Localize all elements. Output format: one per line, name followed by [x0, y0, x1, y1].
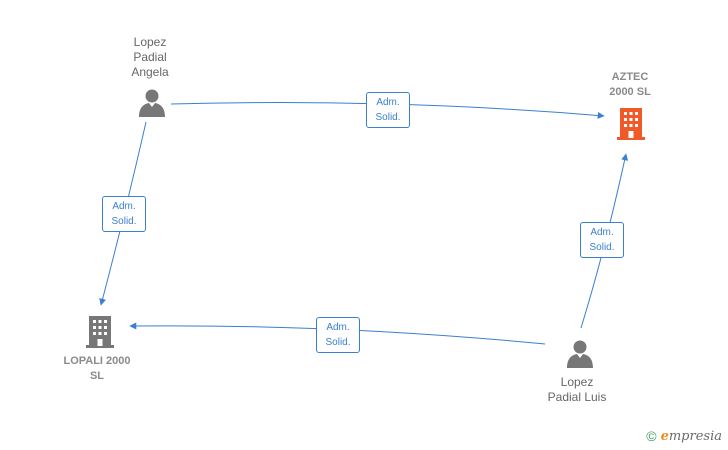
- edge-label-line2: Solid.: [325, 337, 351, 348]
- edge-label[interactable]: Adm. Solid.: [580, 222, 624, 258]
- node-label-lopez-padial-luis[interactable]: Lopez Padial Luis: [547, 375, 607, 404]
- edge-label-line1: Adm.: [376, 97, 400, 108]
- building-icon[interactable]: [86, 316, 114, 348]
- node-label-lopali-2000-sl[interactable]: LOPALI 2000 SL: [63, 355, 131, 382]
- node-label-aztec-2000-sl[interactable]: AZTEC 2000 SL: [609, 71, 651, 98]
- edge-label-line1: Adm.: [590, 227, 614, 238]
- brand-initial: e: [660, 428, 669, 444]
- edge-label-line2: Solid.: [589, 242, 615, 253]
- edge-label[interactable]: Adm. Solid.: [316, 317, 360, 353]
- copyright-icon: ©: [646, 428, 657, 444]
- building-icon[interactable]: [617, 108, 645, 140]
- brand-name: empresia: [661, 429, 722, 444]
- edge-label-line1: Adm.: [112, 201, 136, 212]
- person-icon[interactable]: [139, 89, 165, 118]
- edge-label-line1: Adm.: [326, 322, 350, 333]
- edge-label[interactable]: Adm. Solid.: [102, 196, 146, 232]
- edge-label-line2: Solid.: [375, 112, 401, 123]
- person-icon[interactable]: [567, 340, 593, 369]
- edge-label[interactable]: Adm. Solid.: [366, 92, 410, 128]
- brand-watermark: © empresia: [646, 428, 722, 444]
- edge-label-line2: Solid.: [111, 216, 137, 227]
- brand-name-rest: mpresia: [668, 428, 722, 444]
- node-label-lopez-padial-angela[interactable]: Lopez Padial Angela: [131, 35, 169, 79]
